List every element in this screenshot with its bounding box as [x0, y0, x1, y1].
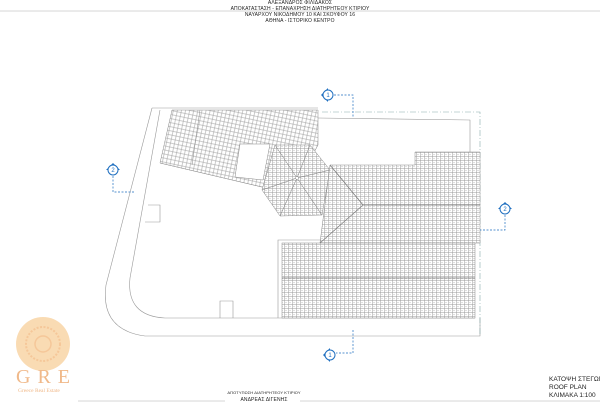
svg-text:1: 1	[326, 93, 330, 99]
drawing-scale: ΚΛΙΜΑΚΑ 1:100	[549, 392, 596, 399]
survey-label: ΑΠΟΤΥΠΩΣΗ ΔΙΑΤΗΡΗΤΕΟΥ ΚΤΙΡΙΟΥ	[227, 390, 301, 395]
courtyard-light-well	[234, 143, 271, 181]
roof-octagonal	[261, 144, 331, 217]
section-marker-top: 1	[321, 88, 334, 102]
surveyor-name: ΑΝΔΡΕΑΣ ΔΙΓΕΝΗΣ	[240, 397, 288, 403]
drawing-title-english: ROOF PLAN	[549, 384, 587, 391]
owner-name: ΑΛΕΞΑΝΔΡΟΣ ΦΙΛΙΔΑΚΟΣ	[267, 0, 333, 6]
drawing-title-greek: ΚΑΤΟΨΗ ΣΤΕΓΩΝ	[549, 376, 600, 383]
roof-south	[281, 242, 476, 319]
site-outline	[105, 107, 481, 337]
logo-text: GRE	[16, 366, 77, 388]
section-marker-left: 2	[106, 163, 120, 176]
logo-emblem	[16, 317, 70, 371]
project-title: ΑΠΟΚΑΤΑΣΤΑΣΗ - ΕΠΑΝΑΧΡΗΣΗ ΔΙΑΤΗΡΗΤΕΟΥ ΚΤ…	[230, 6, 370, 12]
section-lines	[112, 94, 506, 354]
section-marker-right: 2	[498, 202, 512, 215]
svg-text:1: 1	[328, 353, 332, 359]
section-marker-bottom: 1	[323, 348, 336, 362]
svg-text:2: 2	[111, 168, 115, 174]
logo-subtitle: Greece Real Estate	[18, 388, 60, 394]
project-location: ΑΘΗΝΑ - ΙΣΤΟΡΙΚΟ ΚΕΝΤΡΟ	[265, 18, 335, 24]
section-boundary	[322, 111, 481, 336]
project-address: ΝΑΥΑΡΧΟΥ ΝΙΚΟΔΗΜΟΥ 10 ΚΑΙ ΣΚΟΥΦΟΥ 16	[244, 12, 356, 18]
svg-text:2: 2	[503, 207, 507, 213]
